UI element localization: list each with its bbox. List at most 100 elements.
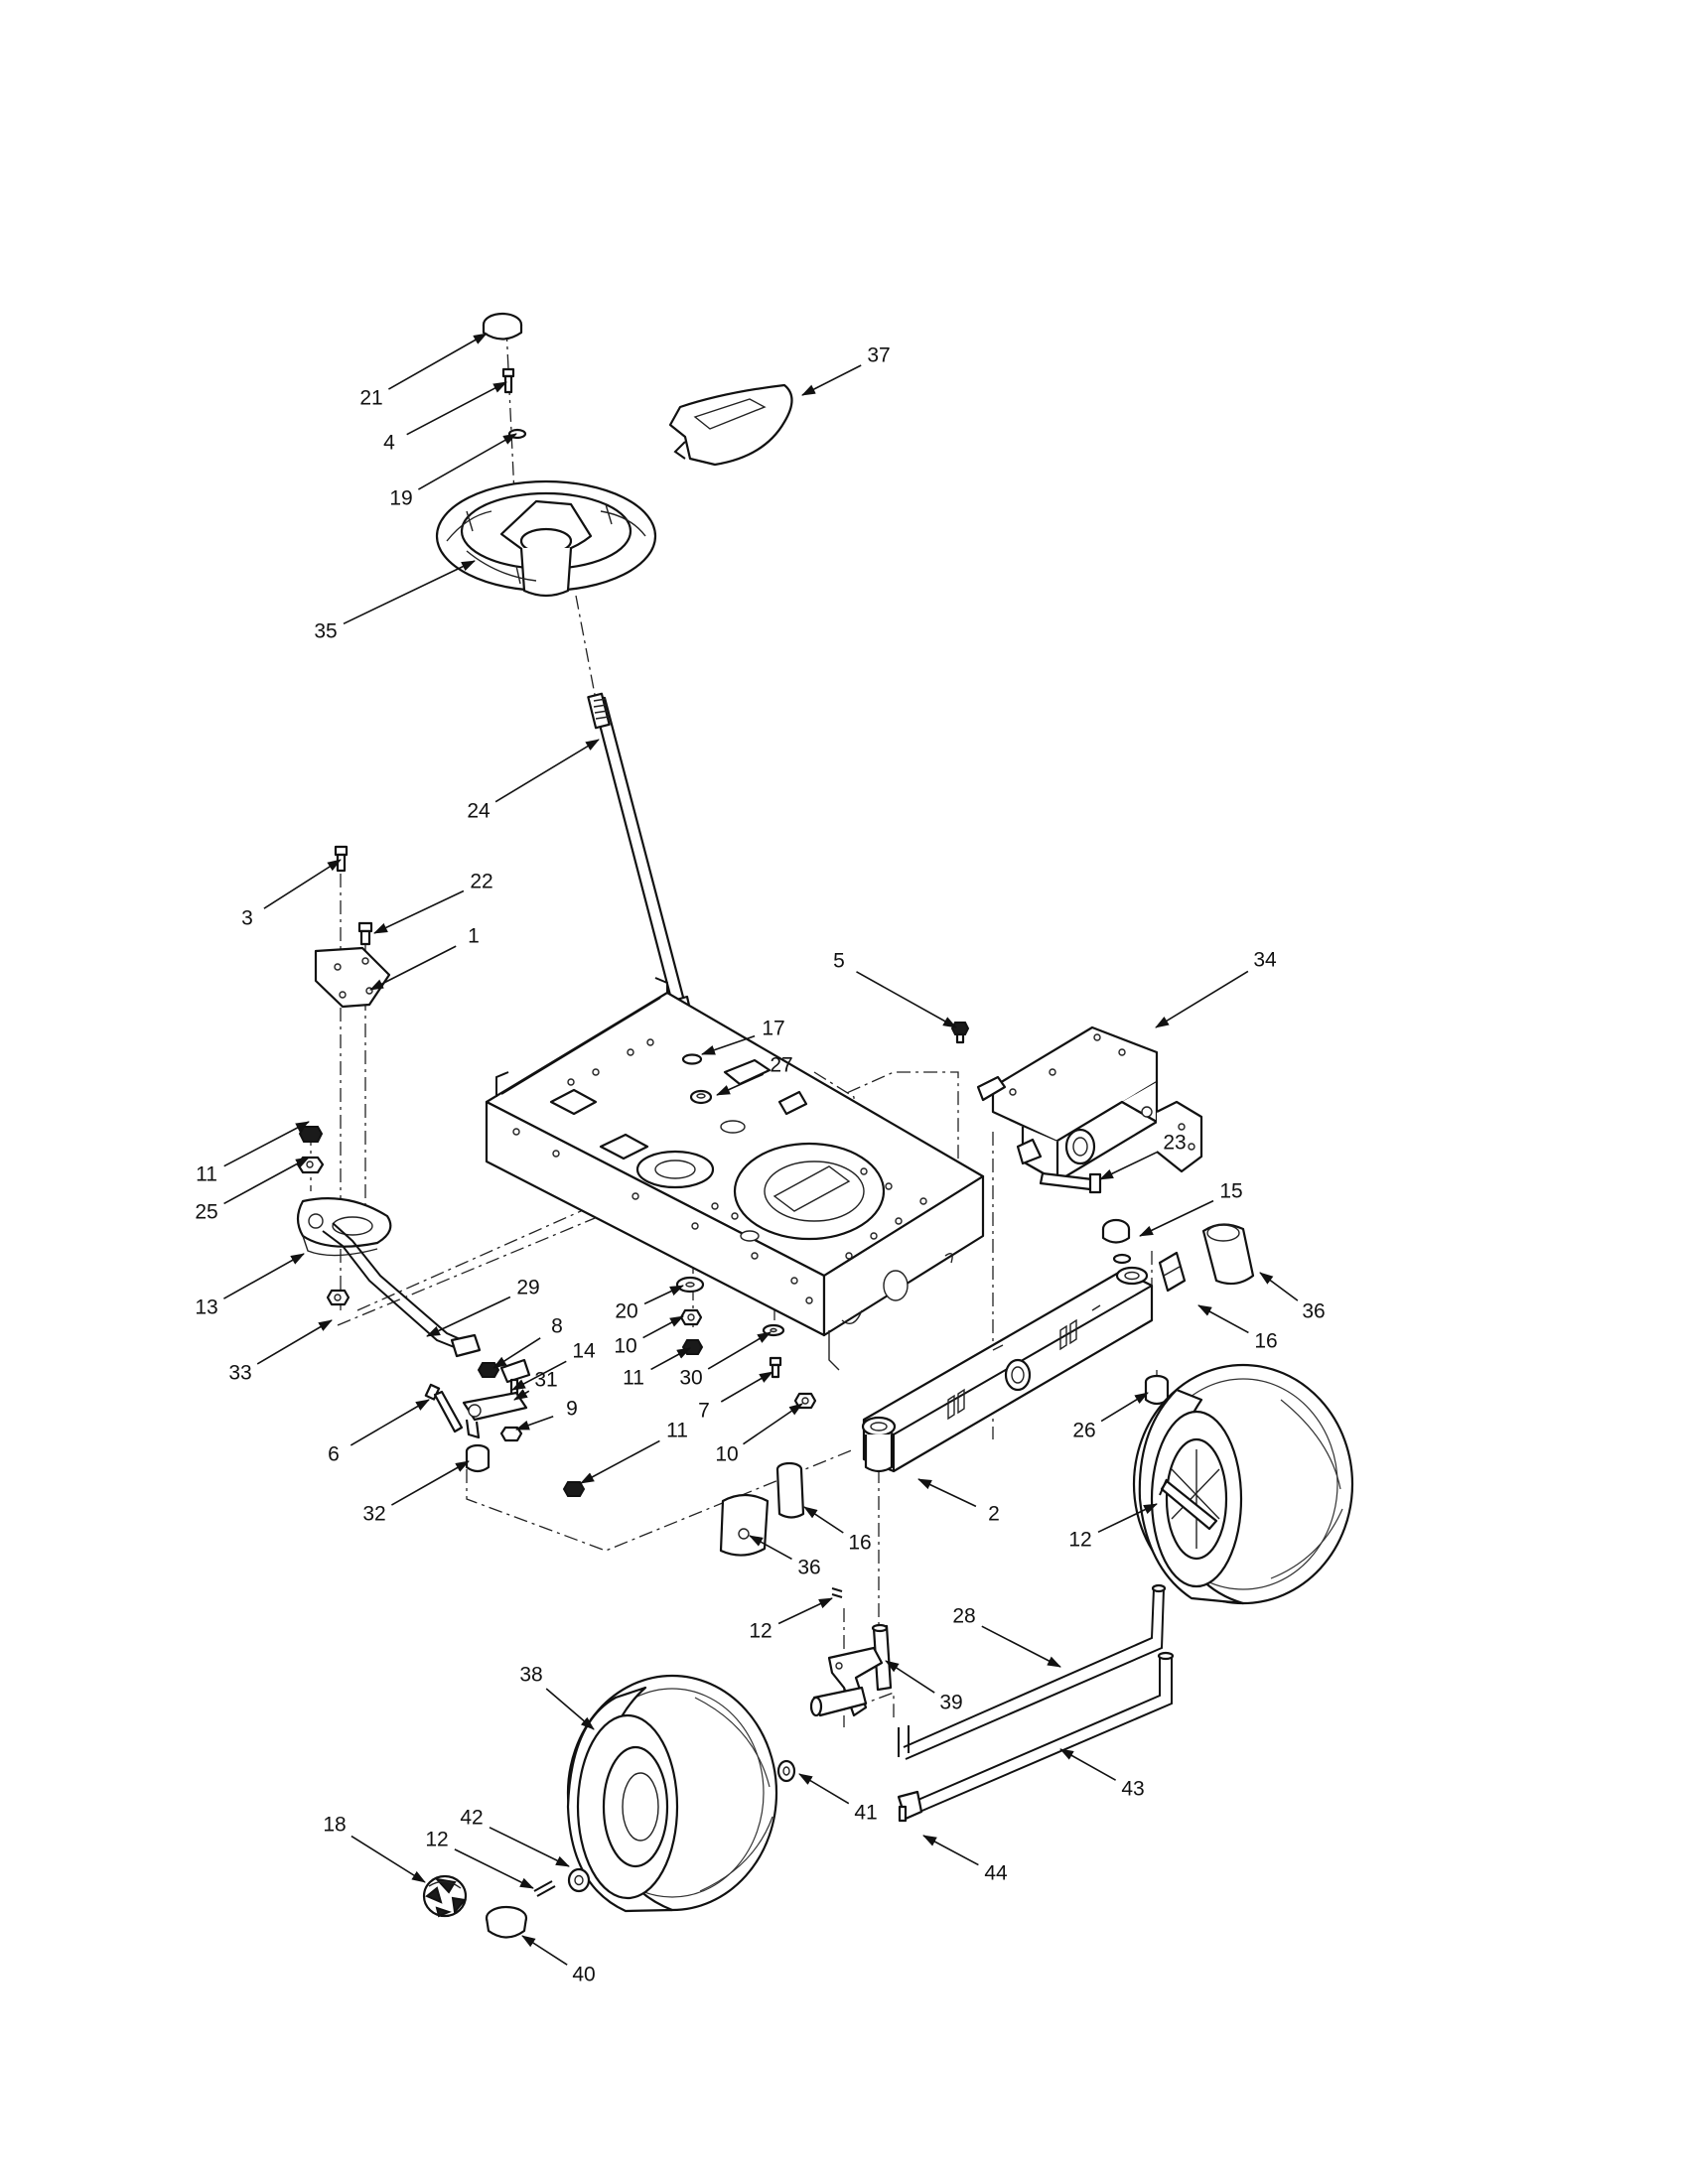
callout-number: 8: [551, 1315, 563, 1338]
callout-number: 26: [1072, 1420, 1095, 1442]
callout-number: 35: [314, 620, 337, 643]
callout-35: 35: [314, 560, 476, 643]
callout-number: 13: [195, 1297, 217, 1319]
callout-number: 44: [984, 1862, 1008, 1885]
callout-leader-arrow: [391, 1460, 470, 1506]
callout-19: 19: [389, 433, 517, 510]
callout-number: 34: [1253, 949, 1277, 972]
hex-bolt-22: [357, 921, 373, 946]
callout-leader-arrow: [777, 1597, 833, 1625]
callout-number: 11: [623, 1367, 644, 1390]
washer-20: [675, 1276, 705, 1294]
steering-arm-31: [462, 1391, 528, 1439]
callout-15: 15: [1139, 1180, 1243, 1237]
callout-number: 2: [988, 1503, 1000, 1526]
axle-cap-40: [485, 1905, 528, 1939]
steering-wheel: [435, 479, 657, 598]
callout-leader-arrow: [1059, 1748, 1116, 1781]
callout-leader-arrow: [513, 1389, 530, 1401]
callout-leader-arrow: [650, 1347, 691, 1371]
callout-number: 19: [389, 487, 412, 510]
callout-number: 5: [833, 950, 845, 973]
callout-leader-arrow: [369, 945, 457, 991]
callout-number: 33: [228, 1362, 251, 1385]
washer-17: [681, 1053, 703, 1065]
nut-33: [326, 1289, 351, 1306]
callout-leader-arrow: [801, 364, 862, 396]
callout-leader-arrow: [580, 1439, 660, 1484]
callout-leader-arrow: [350, 1399, 430, 1446]
callout-leader-arrow: [701, 1034, 756, 1055]
callout-18: 18: [323, 1814, 426, 1883]
nut-10-upper: [679, 1308, 703, 1326]
callout-leader-arrow: [1100, 1392, 1149, 1423]
nut-27: [689, 1089, 713, 1105]
callout-31: 31: [513, 1369, 558, 1401]
callout-number: 12: [425, 1829, 448, 1851]
bracket-36-right: [1201, 1223, 1255, 1286]
callout-number: 24: [467, 800, 491, 823]
callout-leader-arrow: [642, 1315, 684, 1339]
nut-11-mid: [681, 1339, 704, 1355]
callout-number: 23: [1163, 1132, 1186, 1155]
callout-leader-arrow: [223, 1157, 310, 1205]
callout-number: 18: [323, 1814, 346, 1837]
callout-number: 36: [797, 1557, 820, 1579]
callout-leader-arrow: [981, 1625, 1061, 1668]
callout-leader-arrow: [351, 1835, 426, 1883]
steering-bracket-plate: [314, 946, 391, 1009]
callout-16: 16: [803, 1506, 872, 1555]
callout-leader-arrow: [743, 1403, 803, 1445]
callout-13: 13: [195, 1253, 305, 1319]
callout-43: 43: [1059, 1748, 1145, 1801]
axle-washer: [1112, 1253, 1132, 1265]
left-spindle: [809, 1623, 893, 1717]
steering-sector-gear: [296, 1197, 392, 1257]
callout-26: 26: [1072, 1392, 1149, 1442]
callout-11: 11: [196, 1121, 310, 1186]
callout-leader-arrow: [707, 1331, 772, 1370]
callout-number: 40: [572, 1964, 595, 1986]
callout-number: 41: [854, 1802, 877, 1825]
bushing-32: [465, 1443, 491, 1473]
callout-leader-arrow: [263, 859, 342, 909]
callout-42: 42: [460, 1807, 570, 1867]
callout-number: 15: [1219, 1180, 1242, 1203]
callout-leader-arrow: [373, 889, 465, 934]
left-front-wheel: [566, 1674, 778, 1913]
callout-number: 29: [516, 1277, 539, 1299]
bolt-5: [950, 1022, 970, 1044]
axle-cap-15: [1101, 1218, 1131, 1244]
callout-leader-arrow: [1099, 1151, 1158, 1180]
callout-11: 11: [580, 1420, 688, 1484]
hex-bolt-3: [334, 845, 349, 873]
callout-leader-arrow: [418, 433, 517, 490]
callout-38: 38: [519, 1664, 595, 1730]
callout-leader-arrow: [716, 1073, 765, 1096]
callout-leader-arrow: [515, 1415, 554, 1431]
callout-1: 1: [369, 925, 480, 991]
callout-22: 22: [373, 871, 493, 934]
callout-4: 4: [383, 381, 507, 455]
bushing-16-lower: [775, 1461, 805, 1519]
bushing-16-right: [1158, 1251, 1187, 1293]
callout-21: 21: [359, 333, 488, 410]
callout-leader-arrow: [426, 1296, 511, 1337]
bushing-26: [1144, 1374, 1170, 1406]
callout-16: 16: [1197, 1304, 1278, 1353]
callout-8: 8: [492, 1315, 563, 1369]
callout-leader-arrow: [223, 1121, 310, 1167]
callout-number: 11: [196, 1163, 217, 1186]
callout-leader-arrow: [1197, 1304, 1249, 1334]
callout-number: 16: [848, 1532, 871, 1555]
steering-wheel-cap: [482, 312, 523, 341]
callout-leader-arrow: [492, 1337, 541, 1369]
right-front-wheel: [1132, 1363, 1354, 1605]
bracket-36-lower: [719, 1493, 770, 1557]
callout-number: 12: [749, 1620, 772, 1643]
cotter-pin-12-mid: [831, 1587, 843, 1598]
callout-number: 43: [1121, 1778, 1144, 1801]
